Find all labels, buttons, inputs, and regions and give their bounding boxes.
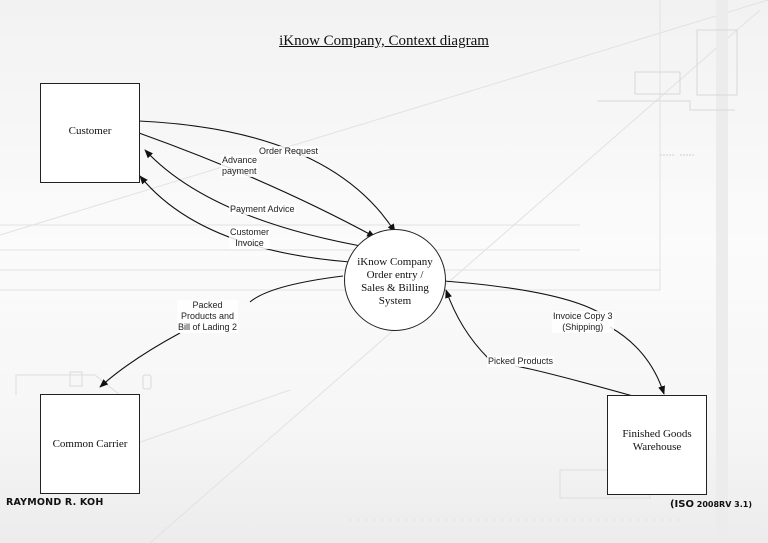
flow-label-packed-products: Packed Products and Bill of Lading 2 [177,300,239,333]
flow-advance-payment [138,132,376,238]
diagram-title: iKnow Company, Context diagram [279,33,489,49]
flow-packed-products [100,275,344,387]
iso-prefix: (ISO [669,499,694,510]
flow-label-picked-products: Picked Products [487,356,555,367]
iso-suffix: 2008RV 3.1) [696,500,752,509]
iso-version: (ISO 2008RV 3.1) [670,499,752,510]
entity-finished-goods-warehouse-label: Finished Goods Warehouse [622,428,692,453]
flow-invoice-copy-3 [443,280,664,394]
flow-label-order-request: Order Request [258,146,320,157]
process-label: iKnow Company Order entry / Sales & Bill… [357,256,433,307]
flow-label-payment-advice: Payment Advice [229,204,296,215]
entity-customer-label: Customer [68,125,112,137]
flow-label-invoice-copy-3: Invoice Copy 3 (Shipping) [552,311,614,333]
flow-order-request [138,120,396,233]
author-name: RAYMOND R. KOH [6,497,104,508]
entity-common-carrier-label: Common Carrier [52,438,128,450]
entity-customer[interactable]: Customer [40,83,140,183]
process-order-entry-sales-billing[interactable]: iKnow Company Order entry / Sales & Bill… [344,229,446,331]
flow-label-customer-invoice: Customer Invoice [229,227,271,249]
entity-finished-goods-warehouse[interactable]: Finished Goods Warehouse [607,395,707,495]
flow-customer-invoice [139,175,351,263]
flow-picked-products [446,290,641,399]
entity-common-carrier[interactable]: Common Carrier [40,394,140,494]
flow-label-advance-payment: Advance payment [221,155,259,177]
